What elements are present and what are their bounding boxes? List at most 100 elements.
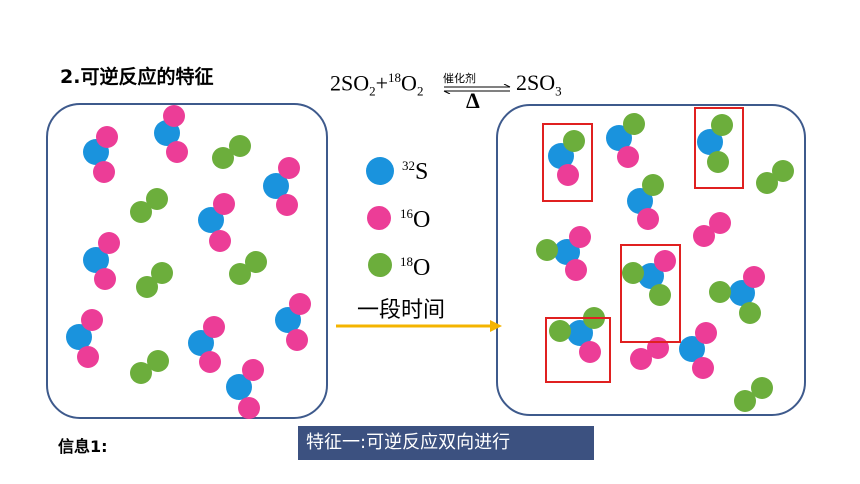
sulfur-atom bbox=[627, 188, 653, 214]
oxygen18-atom bbox=[212, 147, 234, 169]
equation-plus: + bbox=[375, 70, 389, 96]
oxygen18-atom bbox=[229, 135, 251, 157]
molecules-group bbox=[66, 105, 794, 419]
highlight-boxes bbox=[542, 107, 744, 383]
legend-oxygen18-label: 18O bbox=[400, 254, 430, 282]
oxygen18-atom bbox=[739, 302, 761, 324]
sulfur-atom bbox=[263, 173, 289, 199]
oxygen18-atom bbox=[549, 320, 571, 342]
equation-reactants: 2SO2+18O2 bbox=[330, 70, 423, 100]
reactant-o2-superscript: 18 bbox=[388, 70, 402, 85]
oxygen16-atom bbox=[98, 232, 120, 254]
oxygen16-atom bbox=[630, 348, 652, 370]
oxygen16-atom bbox=[692, 357, 714, 379]
oxygen18-atom bbox=[734, 390, 756, 412]
oxygen18-atom bbox=[146, 188, 168, 210]
sulfur-atom bbox=[697, 129, 723, 155]
oxygen16-atom bbox=[709, 212, 731, 234]
oxygen16-atom bbox=[96, 126, 118, 148]
oxygen18-atom bbox=[245, 251, 267, 273]
equation-product: 2SO3 bbox=[516, 70, 562, 99]
sulfur-atom bbox=[226, 374, 252, 400]
oxygen16-atom bbox=[242, 359, 264, 381]
oxygen18-atom bbox=[151, 262, 173, 284]
product-so3: 2SO bbox=[516, 70, 556, 95]
legend-sulfur-symbol: S bbox=[415, 159, 429, 185]
oxygen18-atom bbox=[563, 130, 585, 152]
oxygen16-atom bbox=[203, 316, 225, 338]
catalyst-label: 催化剂 bbox=[443, 72, 476, 85]
legend-sulfur-swatch bbox=[366, 157, 394, 185]
legend-sulfur-mass: 32 bbox=[402, 158, 415, 173]
sulfur-atom bbox=[198, 207, 224, 233]
info-label: 信息1: bbox=[58, 437, 108, 456]
oxygen18-atom bbox=[709, 281, 731, 303]
sulfur-atom bbox=[606, 125, 632, 151]
oxygen18-atom bbox=[130, 362, 152, 384]
legend-oxygen18-symbol: O bbox=[413, 255, 431, 281]
initial-state-box bbox=[46, 103, 328, 419]
oxygen16-atom bbox=[238, 397, 260, 419]
heat-condition: Δ bbox=[466, 88, 480, 113]
highlight-box bbox=[620, 244, 681, 343]
oxygen16-atom bbox=[647, 337, 669, 359]
oxygen16-atom bbox=[163, 105, 185, 127]
oxygen18-atom bbox=[136, 276, 158, 298]
sulfur-atom bbox=[188, 330, 214, 356]
oxygen16-atom bbox=[94, 268, 116, 290]
highlight-box bbox=[542, 123, 593, 202]
sulfur-atom bbox=[66, 324, 92, 350]
oxygen18-atom bbox=[642, 174, 664, 196]
legend-oxygen16-mass: 16 bbox=[400, 206, 413, 221]
oxygen16-atom bbox=[166, 141, 188, 163]
oxygen16-atom bbox=[81, 309, 103, 331]
sulfur-atom bbox=[567, 320, 593, 346]
oxygen16-atom bbox=[565, 259, 587, 281]
oxygen16-atom bbox=[743, 266, 765, 288]
oxygen16-atom bbox=[579, 341, 601, 363]
oxygen18-atom bbox=[130, 201, 152, 223]
sulfur-atom bbox=[638, 263, 664, 289]
slide-title: 2.可逆反应的特征 bbox=[60, 66, 214, 88]
legend-oxygen16-label: 16O bbox=[400, 206, 430, 234]
oxygen18-atom bbox=[229, 263, 251, 285]
feature-banner: 特征一:可逆反应双向进行 bbox=[298, 426, 594, 460]
oxygen18-atom bbox=[649, 284, 671, 306]
oxygen18-atom bbox=[707, 151, 729, 173]
oxygen16-atom bbox=[93, 161, 115, 183]
reactant-so2-subscript: 2 bbox=[369, 83, 376, 99]
oxygen18-atom bbox=[711, 114, 733, 136]
oxygen16-atom bbox=[213, 193, 235, 215]
oxygen16-atom bbox=[557, 164, 579, 186]
oxygen18-atom bbox=[772, 160, 794, 182]
oxygen18-atom bbox=[536, 239, 558, 261]
oxygen18-atom bbox=[147, 350, 169, 372]
oxygen16-atom bbox=[209, 230, 231, 252]
legend-oxygen16-swatch bbox=[367, 206, 391, 230]
highlight-box bbox=[694, 107, 744, 189]
reactant-o2-subscript: 2 bbox=[416, 83, 424, 99]
sulfur-atom bbox=[679, 336, 705, 362]
legend-oxygen18-mass: 18 bbox=[400, 254, 413, 269]
oxygen16-atom bbox=[289, 293, 311, 315]
oxygen18-atom bbox=[623, 113, 645, 135]
reversible-arrow-icon bbox=[443, 84, 511, 94]
oxygen18-atom bbox=[756, 172, 778, 194]
oxygen16-atom bbox=[278, 157, 300, 179]
oxygen16-atom bbox=[695, 322, 717, 344]
oxygen16-atom bbox=[286, 329, 308, 351]
oxygen16-atom bbox=[199, 351, 221, 373]
legend-oxygen18-swatch bbox=[368, 253, 392, 277]
oxygen18-atom bbox=[751, 377, 773, 399]
oxygen16-atom bbox=[569, 226, 591, 248]
product-so3-subscript: 3 bbox=[555, 83, 562, 99]
oxygen16-atom bbox=[276, 194, 298, 216]
later-state-box bbox=[496, 104, 806, 416]
reactant-so2: 2SO bbox=[330, 70, 370, 96]
oxygen16-atom bbox=[77, 346, 99, 368]
reactant-o2: O bbox=[401, 70, 417, 96]
highlight-box bbox=[545, 317, 611, 383]
time-arrow-icon bbox=[336, 320, 502, 332]
legend-oxygen16-symbol: O bbox=[413, 207, 431, 233]
